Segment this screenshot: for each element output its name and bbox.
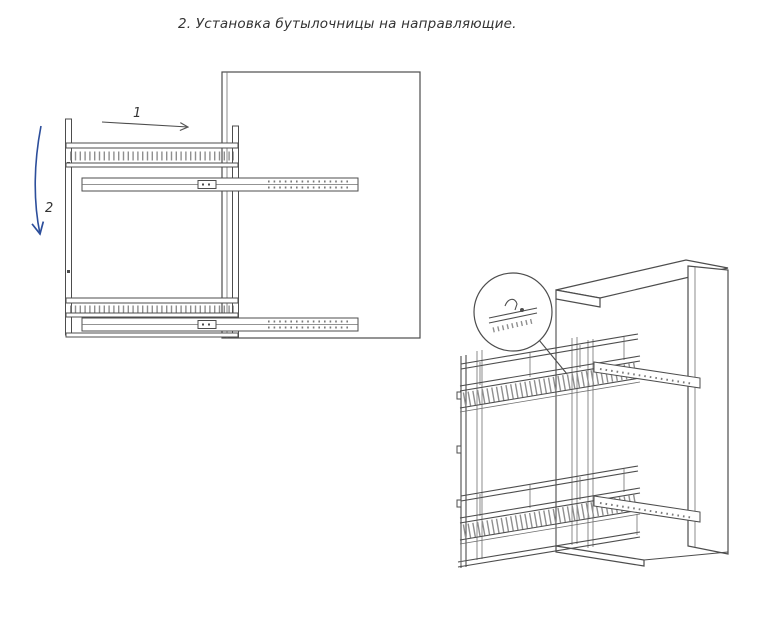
step-1-label: 1 bbox=[133, 106, 141, 121]
detail-pin bbox=[520, 308, 524, 312]
upper-drawer-slide bbox=[81, 177, 359, 192]
bottom-rail-wire bbox=[457, 531, 641, 563]
detail-leader-line bbox=[538, 339, 568, 375]
mounting-tab bbox=[456, 499, 462, 508]
rail-wire bbox=[460, 338, 639, 370]
detail-hook bbox=[504, 298, 518, 311]
upper-basket-edge bbox=[65, 142, 239, 168]
cabinet-side-panel bbox=[221, 71, 421, 339]
detail-callout bbox=[473, 272, 568, 375]
page-title: 2. Установка бутылочницы на направляющие… bbox=[178, 16, 517, 32]
detail-zoom-content bbox=[488, 298, 538, 333]
detail-rail-profile bbox=[488, 312, 538, 324]
iso-view-figure bbox=[456, 259, 729, 568]
slide-hole-row bbox=[599, 368, 695, 385]
frame-post-right bbox=[232, 125, 239, 339]
bottom-rail-wire bbox=[457, 536, 641, 568]
cabinet-top-front-edge bbox=[555, 289, 601, 308]
basket-bottom-rim bbox=[459, 509, 641, 541]
basket-bottom-rim bbox=[459, 381, 641, 413]
mounting-hole bbox=[67, 270, 70, 273]
slide-clip-dot bbox=[202, 183, 204, 186]
slide-clip bbox=[197, 180, 217, 189]
rail-wire bbox=[460, 470, 639, 502]
cabinet-right-panel bbox=[687, 265, 729, 555]
basket-wire-mesh bbox=[462, 362, 638, 408]
slide-body bbox=[593, 361, 701, 389]
lower-slide-iso bbox=[593, 495, 701, 523]
slide-body bbox=[593, 495, 701, 523]
unit-bottom-rail bbox=[457, 514, 641, 568]
basket-rim bbox=[65, 142, 239, 149]
slide-clip-dot bbox=[208, 323, 210, 326]
step-2-label: 2 bbox=[45, 201, 53, 216]
front-view-figure: 1 2 bbox=[35, 71, 421, 339]
mounting-tab bbox=[456, 445, 462, 454]
rail-wire bbox=[460, 333, 639, 365]
cabinet-bottom-front bbox=[555, 545, 645, 567]
detail-rail-profile bbox=[488, 307, 538, 319]
iso-bottle-unit bbox=[456, 333, 701, 568]
slide-clip bbox=[197, 320, 217, 329]
basket-wire-mesh bbox=[462, 494, 638, 540]
basket-bottom-rim bbox=[459, 377, 641, 409]
detail-wire-mesh bbox=[492, 318, 534, 333]
rail-wire bbox=[460, 465, 639, 497]
cabinet-bottom-edge bbox=[643, 551, 729, 561]
lower-drawer-slide bbox=[81, 317, 359, 332]
slide-clip-dot bbox=[202, 323, 204, 326]
basket-rim bbox=[459, 487, 641, 519]
lower-gallery-rail bbox=[460, 465, 639, 516]
lower-basket-edge bbox=[65, 297, 239, 318]
detail-callout-circle bbox=[473, 272, 553, 352]
step-2-arrow bbox=[35, 125, 41, 234]
upper-gallery-rail bbox=[460, 333, 639, 385]
basket-rim bbox=[65, 297, 239, 304]
basket-rim bbox=[459, 355, 641, 387]
basket-rim bbox=[65, 162, 239, 168]
upper-slide-iso bbox=[593, 361, 701, 389]
mounting-tab bbox=[456, 391, 462, 400]
slide-hole-row bbox=[599, 502, 695, 519]
step-1-arrow bbox=[101, 121, 188, 127]
basket-bottom-rim bbox=[459, 513, 641, 545]
basket-rim bbox=[65, 312, 239, 318]
iso-cabinet bbox=[555, 259, 729, 567]
frame-bottom-rail bbox=[65, 332, 239, 338]
slide-clip-dot bbox=[208, 183, 210, 186]
